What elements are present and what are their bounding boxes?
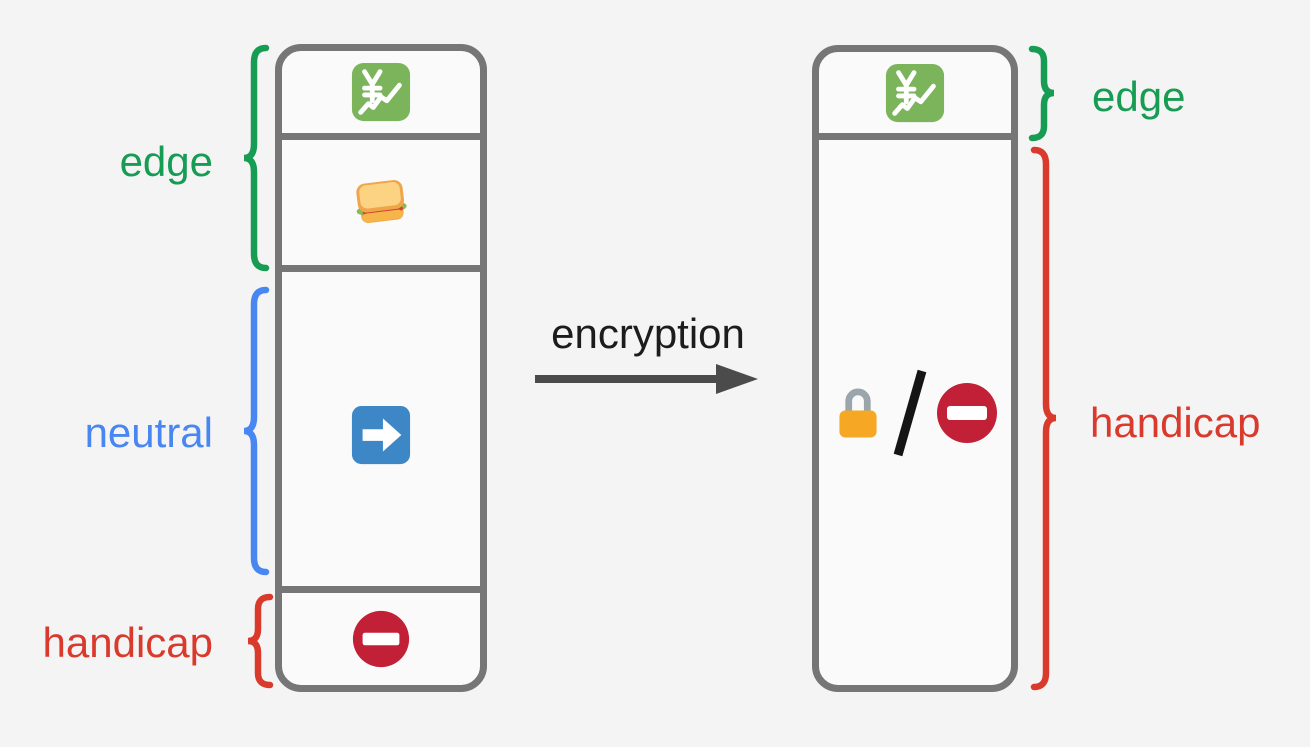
right-cell-chart <box>819 52 1011 140</box>
encryption-arrow-icon <box>535 364 758 394</box>
left-handicap-label: handicap <box>42 619 213 666</box>
left-cell-sandwich <box>282 140 480 272</box>
chart-increasing-with-yen-icon <box>885 63 945 122</box>
right-cell-encrypted <box>819 140 1011 685</box>
left-cell-arrow <box>282 272 480 593</box>
left-neutral-label: neutral <box>84 409 213 456</box>
right-stack-container <box>812 45 1018 692</box>
lock-icon <box>839 388 877 437</box>
left-neutral-brace <box>243 286 270 576</box>
right-edge-brace <box>1028 45 1055 142</box>
sandwich-icon <box>356 179 407 223</box>
left-cell-no-entry <box>282 593 480 685</box>
right-handicap-brace <box>1030 146 1057 691</box>
left-handicap-brace <box>247 593 274 689</box>
separator-slash <box>893 369 927 456</box>
right-handicap-label: handicap <box>1090 399 1261 446</box>
left-edge-label: edge <box>119 138 213 185</box>
left-edge-brace <box>243 44 270 272</box>
no-entry-icon <box>937 382 997 443</box>
right-edge-label: edge <box>1092 73 1186 120</box>
encrypted-icons-row <box>831 367 999 459</box>
chart-increasing-with-yen-icon <box>351 62 411 122</box>
left-stack-container <box>275 44 487 692</box>
no-entry-icon <box>352 610 410 668</box>
encryption-label: encryption <box>551 310 745 357</box>
left-cell-chart <box>282 51 480 140</box>
arrow-right-icon <box>351 405 411 465</box>
